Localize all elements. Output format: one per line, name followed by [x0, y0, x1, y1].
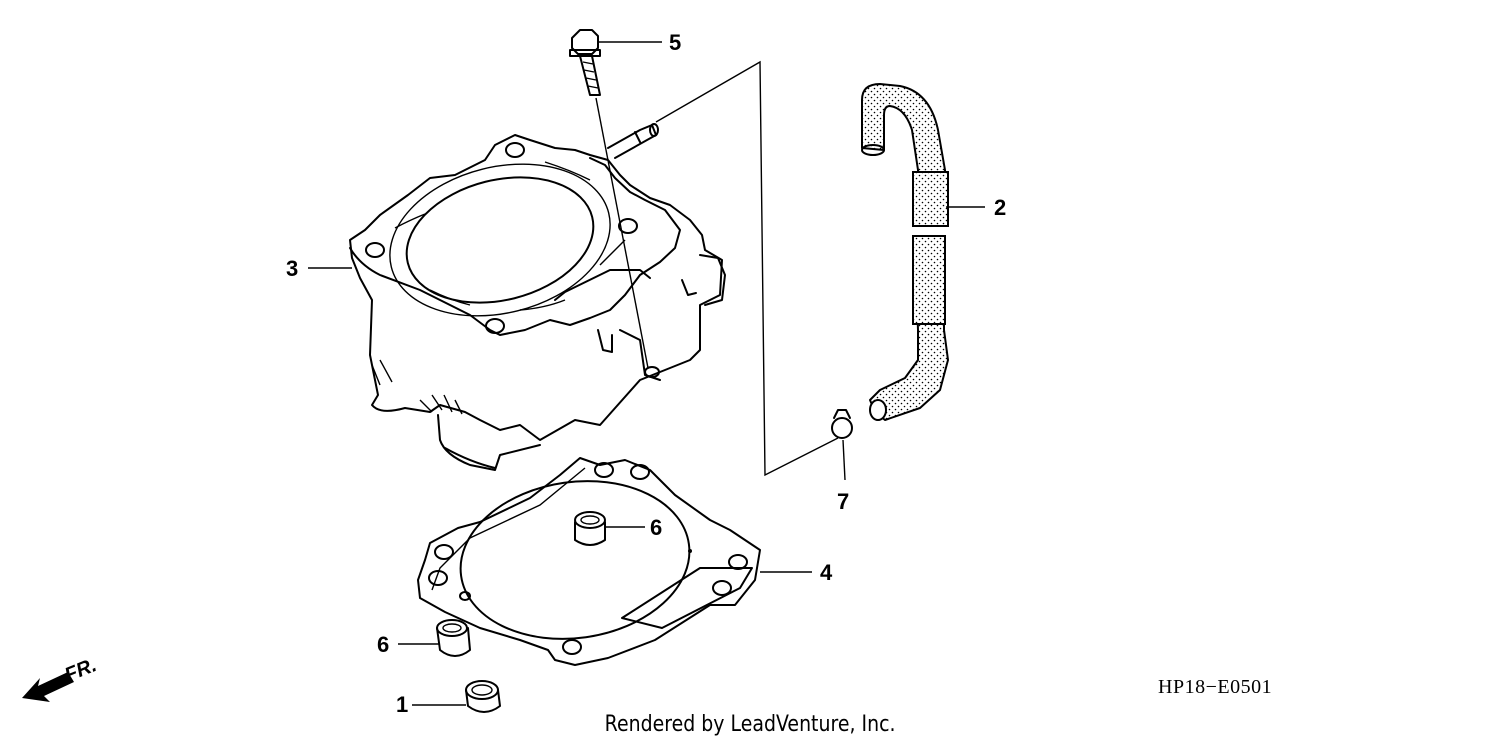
- clip-part[interactable]: [831, 409, 853, 481]
- callout-6-left: 6: [377, 632, 389, 657]
- credit-line: Rendered by LeadVenture, Inc.: [0, 712, 1500, 737]
- front-direction-label: FR.: [62, 654, 100, 686]
- credit-text: Rendered by LeadVenture, Inc.: [604, 712, 896, 737]
- bolt-part[interactable]: [569, 29, 662, 369]
- callout-7: 7: [837, 489, 849, 514]
- callout-2: 2: [994, 195, 1006, 220]
- callout-4: 4: [820, 560, 833, 585]
- hose-part[interactable]: [861, 83, 985, 421]
- collar-part[interactable]: [412, 680, 501, 713]
- callout-5: 5: [669, 30, 681, 55]
- callout-3: 3: [286, 256, 298, 281]
- diagram-code: HP18−E0501: [1158, 676, 1273, 698]
- dowel-pin-left[interactable]: [398, 619, 471, 657]
- cylinder-part[interactable]: [349, 123, 726, 471]
- dowel-pin-top[interactable]: [574, 511, 645, 546]
- callout-1: 1: [396, 692, 408, 717]
- front-direction-arrow-icon: FR.: [22, 654, 100, 702]
- gasket-part[interactable]: [417, 457, 812, 666]
- callout-6-top: 6: [650, 515, 662, 540]
